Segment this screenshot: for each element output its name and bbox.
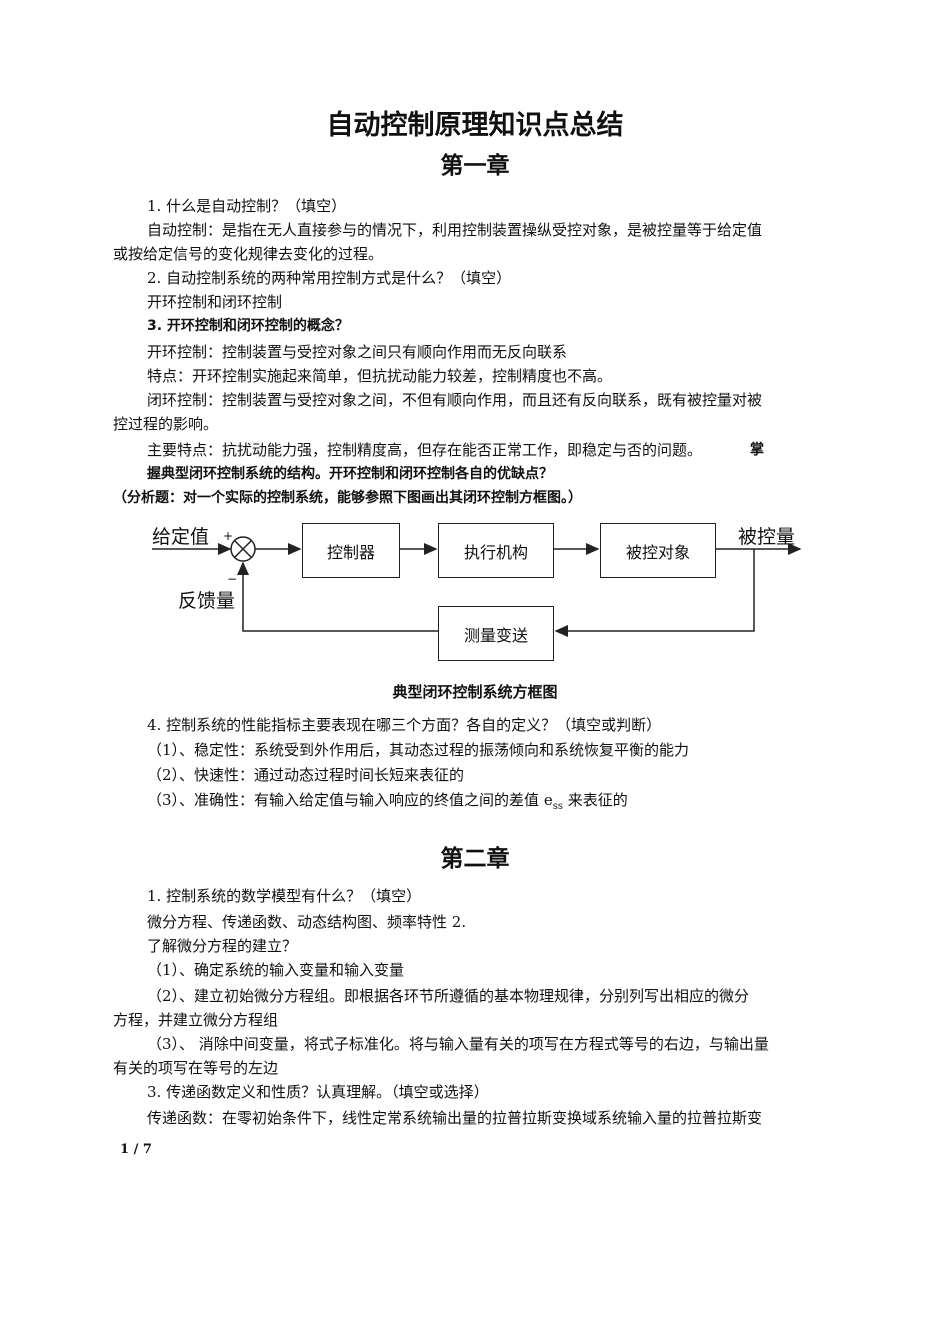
minus-sign: − xyxy=(227,572,238,586)
ch1-question-4: 4. 控制系统的性能指标主要表现在哪三个方面？各自的定义？（填空或判断） xyxy=(147,716,662,734)
ch2-step-1: （1）、确定系统的输入变量和输入变量 xyxy=(147,961,405,979)
accuracy-text-end: 来表征的 xyxy=(562,791,628,809)
ch2-question-2: 了解微分方程的建立？ xyxy=(147,937,298,955)
ch1-answer-1-line-1: 自动控制：是指在无人直接参与的情况下，利用控制装置操纵受控对象，是被控量等于给定… xyxy=(147,221,763,239)
ch2-answer-1: 微分方程、传递函数、动态结构图、频率特性 2. xyxy=(147,913,467,931)
ch2-question-3: 3. 传递函数定义和性质？认真理解。（填空或选择） xyxy=(147,1083,489,1101)
sensor-block: 测量变送 xyxy=(438,606,554,661)
ch1-accuracy: （3）、准确性：有输入给定值与输入响应的终值之间的差值 ess 来表征的 xyxy=(147,790,628,817)
ch1-rapidity: （2）、快速性：通过动态过程时间长短来表征的 xyxy=(147,766,465,784)
feedback-path-right xyxy=(554,549,755,637)
controlled-output-label: 被控量 xyxy=(738,526,796,548)
feedback-path-left xyxy=(237,561,438,632)
actuator-block: 执行机构 xyxy=(438,523,554,578)
diagram-connectors xyxy=(152,536,802,637)
ch1-analysis-note: （分析题：对一个实际的控制系统，能够参照下图画出其闭环控制方框图。） xyxy=(113,490,582,506)
ch2-step-3-line-1: （3）、 消除中间变量，将式子标准化。将与输入量有关的项写在方程式等号的右边，与… xyxy=(147,1035,769,1053)
ch1-answer-2: 开环控制和闭环控制 xyxy=(147,293,283,311)
ch2-step-2-line-1: （2）、建立初始微分方程组。即根据各环节所遵循的基本物理规律，分别列写出相应的微… xyxy=(147,987,750,1005)
ch1-structure-question: 握典型闭环控制系统的结构。开环控制和闭环控制各自的优缺点？ xyxy=(147,466,553,482)
feedback-label: 反馈量 xyxy=(178,590,236,612)
ch1-closed-loop-definition-line-2: 控过程的影响。 xyxy=(113,415,219,433)
chapter-2-heading: 第二章 xyxy=(440,845,510,872)
ess-subscript: ss xyxy=(552,801,563,812)
accuracy-text: （3）、准确性：有输入给定值与输入响应的终值之间的差值 e xyxy=(147,791,553,809)
plus-sign: + xyxy=(223,529,234,543)
plant-block: 被控对象 xyxy=(600,523,716,578)
ch1-question-1: 1. 什么是自动控制？（填空） xyxy=(147,197,347,215)
page-number: 1 / 7 xyxy=(120,1142,152,1157)
ch1-open-loop-definition: 开环控制：控制装置与受控对象之间只有顺向作用而无反向联系 xyxy=(147,343,568,361)
ch2-transfer-function-definition: 传递函数：在零初始条件下，线性定常系统输出量的拉普拉斯变换域系统输入量的拉普拉斯… xyxy=(147,1109,763,1127)
ch1-closed-loop-definition-line-1: 闭环控制：控制装置与受控对象之间，不但有顺向作用，而且还有反向联系，既有被控量对… xyxy=(147,391,763,409)
ch2-question-1: 1. 控制系统的数学模型有什么？（填空） xyxy=(147,887,422,905)
ch1-question-2: 2. 自动控制系统的两种常用控制方式是什么？（填空） xyxy=(147,269,512,287)
ch1-question-3: 3. 开环控制和闭环控制的概念？ xyxy=(147,318,349,334)
ch2-step-3-line-2: 有关的项写在等号的左边 xyxy=(113,1059,279,1077)
document-title: 自动控制原理知识点总结 xyxy=(326,110,624,141)
ch2-step-2-line-2: 方程，并建立微分方程组 xyxy=(113,1011,279,1029)
controller-block: 控制器 xyxy=(302,523,400,578)
ch1-bold-fragment: 掌 xyxy=(750,442,764,458)
ch1-stability: （1）、稳定性：系统受到外作用后，其动态过程的振荡倾向和系统恢复平衡的能力 xyxy=(147,741,690,759)
ch1-open-loop-features: 特点：开环控制实施起来简单，但抗扰动能力较差，控制精度也不高。 xyxy=(147,367,613,385)
setpoint-label: 给定值 xyxy=(152,526,210,548)
closed-loop-block-diagram: 给定值 + − 反馈量 控制器 执行机构 被控对象 测量变送 被控量 xyxy=(140,512,820,662)
diagram-caption: 典型闭环控制系统方框图 xyxy=(392,683,558,701)
chapter-1-heading: 第一章 xyxy=(440,152,510,179)
ch1-closed-loop-features: 主要特点：抗扰动能力强，控制精度高，但存在能否正常工作，即稳定与否的问题。 xyxy=(147,441,703,459)
ch1-answer-1-line-2: 或按给定信号的变化规律去变化的过程。 xyxy=(113,245,384,263)
